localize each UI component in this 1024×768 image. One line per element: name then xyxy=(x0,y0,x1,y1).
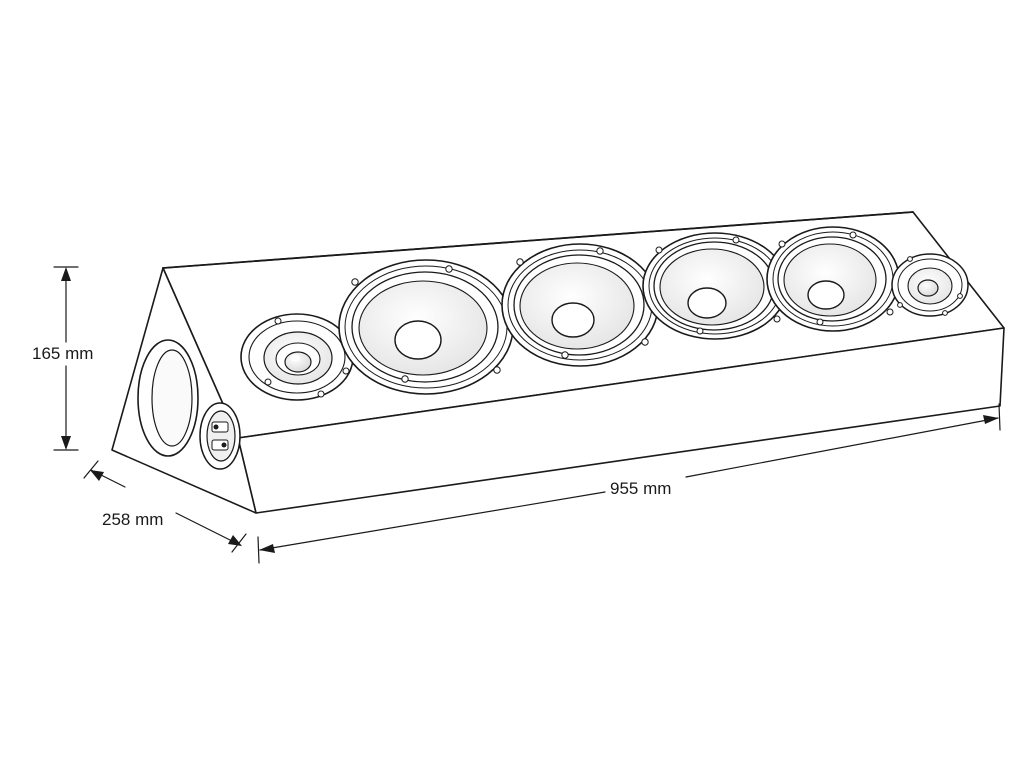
cabinet-top-edge xyxy=(162,211,914,269)
woofer-1 xyxy=(338,259,514,395)
woofer-4 xyxy=(766,226,900,332)
tweeter-right xyxy=(891,253,969,317)
terminal-connector xyxy=(199,402,241,470)
width-label: 955 mm xyxy=(606,479,676,499)
woofer-2 xyxy=(501,243,659,367)
tweeter-left xyxy=(240,313,354,401)
height-dimension-line xyxy=(53,266,79,451)
bass-port xyxy=(137,339,199,457)
depth-label: 258 mm xyxy=(98,510,168,530)
woofer-3 xyxy=(642,232,788,340)
height-label: 165 mm xyxy=(28,344,98,364)
depth-dimension-line xyxy=(83,460,247,553)
width-dimension-line xyxy=(257,403,1001,564)
